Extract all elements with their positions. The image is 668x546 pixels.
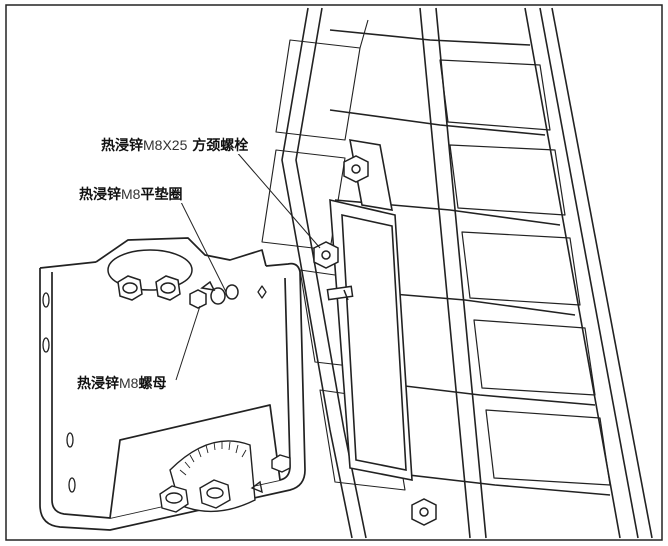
callout-bolt: 热浸锌M8X25 方颈螺栓: [100, 137, 250, 154]
callout-washer-prefix: 热浸锌: [79, 187, 121, 203]
hex-bolt-3: [189, 289, 207, 309]
tray-bolt-upper: [343, 155, 369, 183]
hex-bolt-lower-2: [199, 479, 231, 509]
callout-nut-spec: M8: [119, 375, 139, 391]
callout-nut-prefix: 热浸锌: [77, 376, 119, 392]
scale-ticks: [179, 441, 247, 476]
callout-washer-suffix: 平垫圈: [140, 187, 183, 203]
callout-bolt-spec: M8X25: [143, 137, 188, 153]
callout-nut: 热浸锌M8螺母: [76, 375, 168, 392]
callout-nut-suffix: 螺母: [138, 376, 167, 392]
leader-bolt: [234, 149, 321, 249]
tray-bolt-lower: [411, 498, 437, 526]
hex-bolt-lower-1: [159, 485, 189, 513]
callout-washer-spec: M8: [121, 186, 141, 202]
tray-bolt-middle: [313, 241, 339, 269]
washer-pair: [210, 284, 239, 305]
bracket-upper-bolts: [107, 249, 239, 309]
hex-bolt-2: [155, 275, 181, 301]
callout-washer: 热浸锌M8平垫圈: [78, 186, 184, 203]
hex-bolt-1: [117, 275, 143, 301]
leader-washer: [177, 195, 227, 293]
hex-nut-lower: [271, 454, 291, 473]
tray-bolts: [313, 155, 437, 526]
square-neck-bolt: [326, 285, 354, 301]
tray-rung-boxes: [439, 59, 611, 486]
callout-bolt-prefix: 热浸锌: [101, 138, 143, 154]
drawing-border: [5, 4, 663, 541]
leader-nut: [175, 305, 201, 381]
cable-tray: [261, 7, 653, 539]
angle-scale: [159, 440, 291, 513]
leader-lines: [175, 149, 321, 381]
tray-mounting-plate: [329, 139, 413, 481]
bracket-slots: [42, 285, 267, 493]
callout-bolt-suffix: 方颈螺栓: [192, 138, 249, 154]
